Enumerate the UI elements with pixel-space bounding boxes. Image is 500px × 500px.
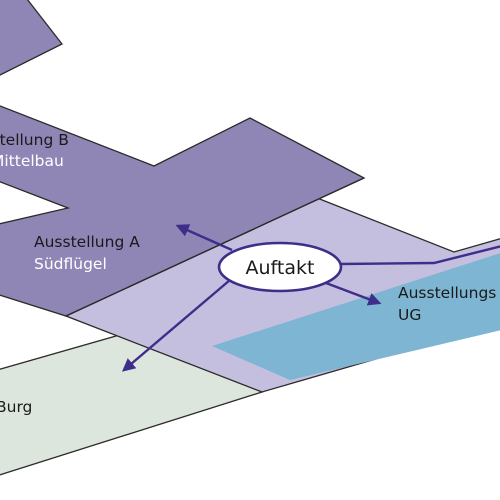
label-ausstellung-b-line1: Ausstellung B bbox=[0, 131, 69, 149]
area-ausstellung-ug bbox=[212, 253, 500, 380]
hub-ellipse bbox=[217, 241, 343, 293]
hub-label: Auftakt bbox=[246, 257, 315, 279]
divider-a bbox=[65, 177, 365, 317]
arrow-to-ug bbox=[317, 278, 382, 306]
label-ausstellung-b-line2: Mittelbau bbox=[0, 152, 64, 170]
label-burg: Burg bbox=[0, 398, 32, 416]
area-ausstellung-b-a bbox=[0, 105, 366, 317]
arrows bbox=[121, 224, 500, 372]
label-ausstellung-ug-line1: Ausstellungs bbox=[398, 284, 496, 302]
arrow-to-ausstellung-a bbox=[175, 224, 233, 252]
path-to-right bbox=[339, 245, 500, 266]
label-ausstellung-a-line2: Südflügel bbox=[34, 255, 107, 273]
label-ausstellung-a-line1: Ausstellung A bbox=[34, 233, 140, 251]
label-ausstellung-ug-line2: UG bbox=[398, 306, 421, 324]
area-top-wing bbox=[0, 0, 63, 76]
arrow-to-burg bbox=[121, 279, 231, 372]
